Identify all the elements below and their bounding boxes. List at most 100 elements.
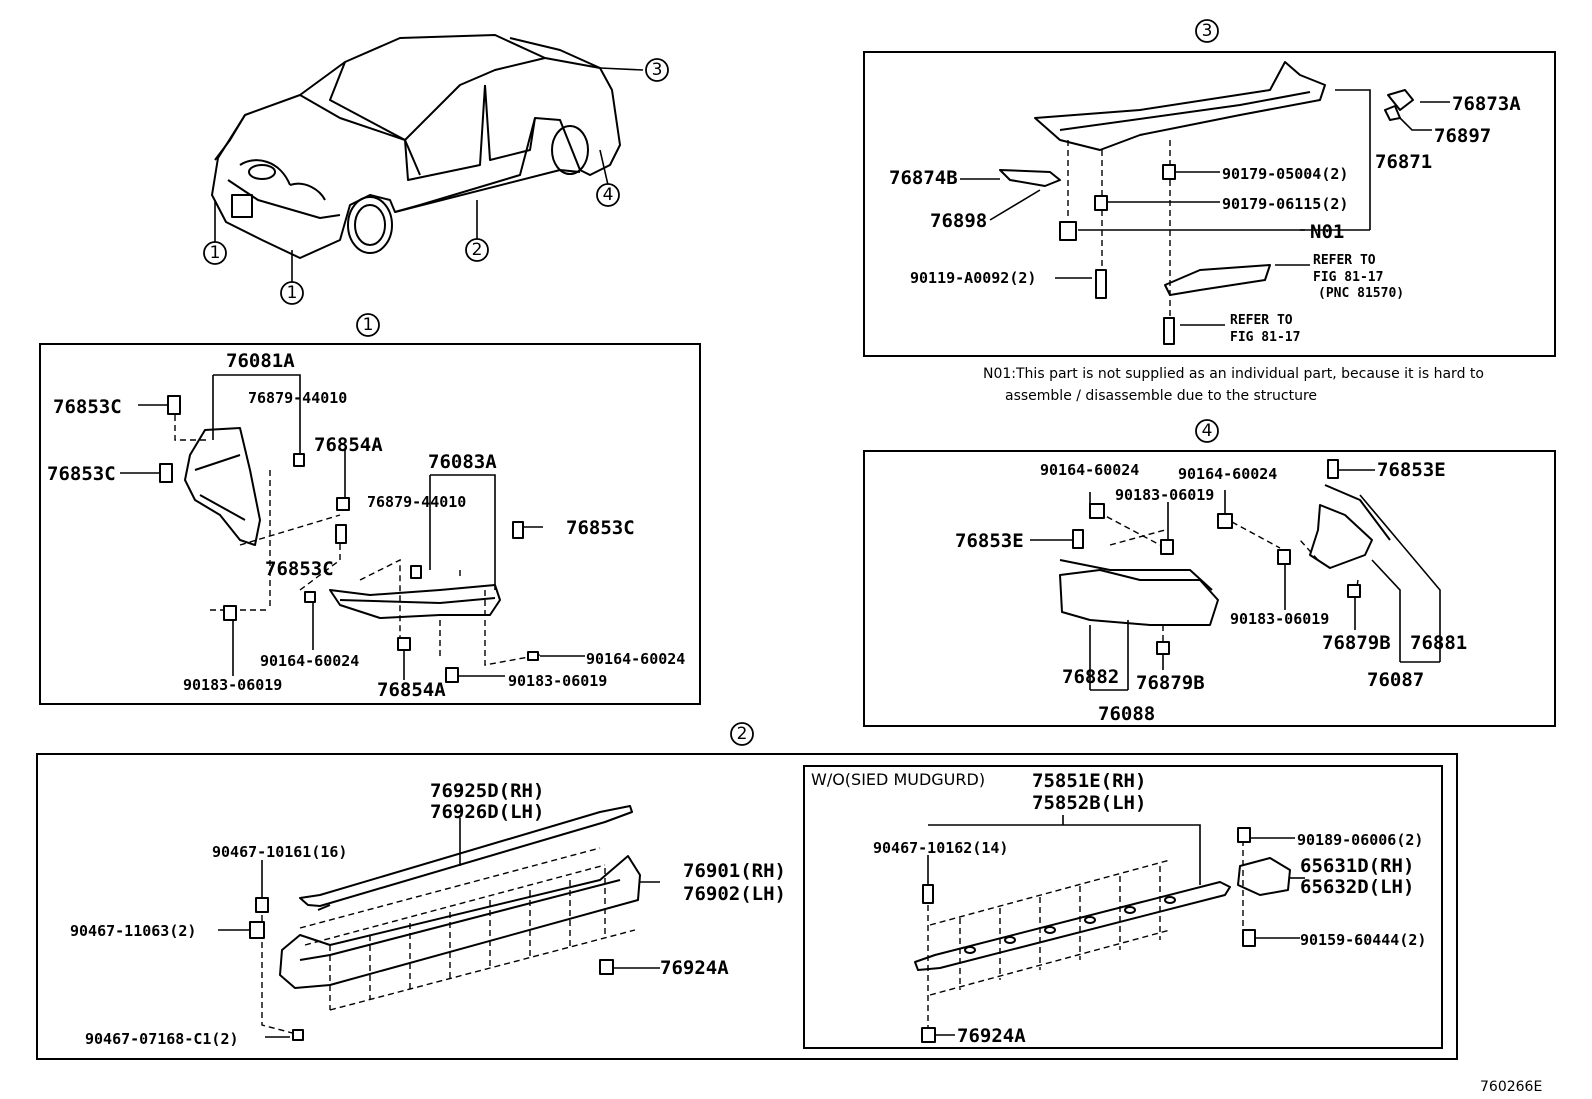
callout-car-3: 3 (645, 58, 669, 82)
svg-text:1: 1 (363, 315, 374, 335)
rear-spoiler-part (1034, 61, 1326, 151)
clip-icon (599, 959, 614, 975)
car-illustration (211, 34, 621, 259)
rocker-moulding-part (299, 805, 633, 907)
section-1-labels: 76081A 76879-44010 76853C 76853C 76854A … (47, 350, 685, 701)
svg-text:90467-11063(2): 90467-11063(2) (70, 922, 196, 940)
svg-text:76881: 76881 (1410, 632, 1467, 654)
svg-text:90164-60024: 90164-60024 (1178, 465, 1277, 483)
svg-text:90467-10162(14): 90467-10162(14) (873, 839, 1008, 857)
svg-text:76083A: 76083A (428, 451, 497, 473)
svg-text:76853C: 76853C (566, 517, 635, 539)
screw-icon (255, 897, 269, 913)
mudguard-bracket-part (1237, 857, 1291, 896)
svg-text:75851E(RH): 75851E(RH) (1032, 770, 1146, 792)
callout-section-4: 4 (1195, 419, 1219, 443)
nut-icon (410, 565, 422, 579)
svg-text:90183-06019: 90183-06019 (1115, 486, 1214, 504)
svg-text:76882: 76882 (1062, 666, 1119, 688)
rear-mudguard-right-part (1309, 504, 1373, 569)
svg-text:REFER TO: REFER TO (1313, 253, 1376, 268)
svg-text:90183-06019: 90183-06019 (183, 676, 282, 694)
svg-text:90467-10161(16): 90467-10161(16) (212, 843, 347, 861)
front-spoiler-left-part (184, 427, 261, 546)
svg-text:76874B: 76874B (889, 167, 958, 189)
svg-text:76853C: 76853C (53, 396, 122, 418)
callout-section-3: 3 (1195, 19, 1219, 43)
svg-text:W/O(SIED MUDGURD): W/O(SIED MUDGURD) (811, 770, 985, 789)
svg-text:(PNC 81570): (PNC 81570) (1318, 286, 1404, 301)
svg-text:90183-06019: 90183-06019 (1230, 610, 1329, 628)
clip-icon (1072, 529, 1084, 549)
callout-car-4: 4 (596, 183, 620, 207)
section-4-labels: 90164-60024 90164-60024 76853E 90183-060… (955, 459, 1467, 725)
screw-icon (292, 1029, 304, 1041)
section-3-box (863, 51, 1556, 357)
clip-icon (336, 497, 350, 511)
svg-text:76924A: 76924A (957, 1025, 1026, 1047)
svg-text:90179-06115(2): 90179-06115(2) (1222, 195, 1348, 213)
svg-text:76879-44010: 76879-44010 (248, 389, 347, 407)
svg-text:76924A: 76924A (660, 957, 729, 979)
section-2-box (36, 753, 1458, 1060)
screw-icon (922, 884, 934, 904)
svg-text:76879B: 76879B (1322, 632, 1391, 654)
nut-icon (1237, 827, 1251, 843)
rear-mudguard-left-part (1059, 569, 1219, 626)
clip-icon (1327, 459, 1339, 479)
svg-text:76081A: 76081A (226, 350, 295, 372)
n01-note-line-2: assemble / disassemble due to the struct… (1005, 388, 1317, 404)
bolt-icon (1242, 929, 1256, 947)
svg-text:3: 3 (1202, 21, 1213, 41)
svg-text:N01: N01 (1310, 221, 1344, 243)
nut-icon (1217, 513, 1233, 529)
svg-text:2: 2 (472, 240, 483, 260)
nut-icon (304, 591, 316, 603)
svg-text:76879B: 76879B (1136, 672, 1205, 694)
nut-icon (1160, 539, 1174, 555)
svg-text:76854A: 76854A (314, 434, 383, 456)
svg-text:76926D(LH): 76926D(LH) (430, 801, 544, 823)
nut-icon (293, 453, 305, 467)
clip-icon (1059, 221, 1077, 241)
svg-text:FIG 81-17: FIG 81-17 (1313, 270, 1383, 285)
svg-text:4: 4 (603, 185, 614, 205)
svg-text:76873A: 76873A (1452, 93, 1521, 115)
nut-icon (1162, 164, 1176, 180)
svg-text:90164-60024: 90164-60024 (260, 652, 359, 670)
svg-text:76898: 76898 (930, 210, 987, 232)
svg-text:2: 2 (737, 724, 748, 744)
callout-section-1: 1 (356, 313, 380, 337)
svg-text:3: 3 (652, 60, 663, 80)
section-2-sub-box (803, 765, 1443, 1049)
section-1-box (39, 343, 701, 705)
n01-note-line-1: N01:This part is not supplied as an indi… (983, 366, 1484, 382)
svg-text:76925D(RH): 76925D(RH) (430, 780, 544, 802)
clip-icon (1347, 584, 1361, 598)
callout-car-2: 2 (465, 238, 489, 262)
figure-code: 760266E (1480, 1079, 1542, 1095)
svg-text:90467-07168-C1(2): 90467-07168-C1(2) (85, 1030, 239, 1048)
nut-icon (1277, 549, 1291, 565)
nut-icon (223, 605, 237, 621)
svg-text:90119-A0092(2): 90119-A0092(2) (910, 269, 1036, 287)
svg-text:FIG 81-17: FIG 81-17 (1230, 330, 1300, 345)
svg-text:76902(LH): 76902(LH) (683, 883, 786, 905)
callout-section-2: 2 (730, 722, 754, 746)
svg-text:REFER TO: REFER TO (1230, 313, 1293, 328)
svg-text:65632D(LH): 65632D(LH) (1300, 876, 1414, 898)
svg-text:90164-60024: 90164-60024 (1040, 461, 1139, 479)
svg-text:76901(RH): 76901(RH) (683, 860, 786, 882)
section-2-labels: 76925D(RH) 76926D(LH) 90467-10161(16) 76… (70, 780, 786, 1048)
rocker-panel-mudguard-part (914, 881, 1231, 971)
svg-text:76871: 76871 (1375, 151, 1432, 173)
svg-text:75852B(LH): 75852B(LH) (1032, 792, 1146, 814)
callout-car-1a: 1 (203, 241, 227, 265)
section-4-box (863, 450, 1556, 727)
svg-text:76853E: 76853E (955, 530, 1024, 552)
svg-text:90179-05004(2): 90179-05004(2) (1222, 165, 1348, 183)
svg-text:90189-06006(2): 90189-06006(2) (1297, 831, 1423, 849)
svg-text:90159-60444(2): 90159-60444(2) (1300, 931, 1426, 949)
nut-icon (1089, 503, 1105, 519)
